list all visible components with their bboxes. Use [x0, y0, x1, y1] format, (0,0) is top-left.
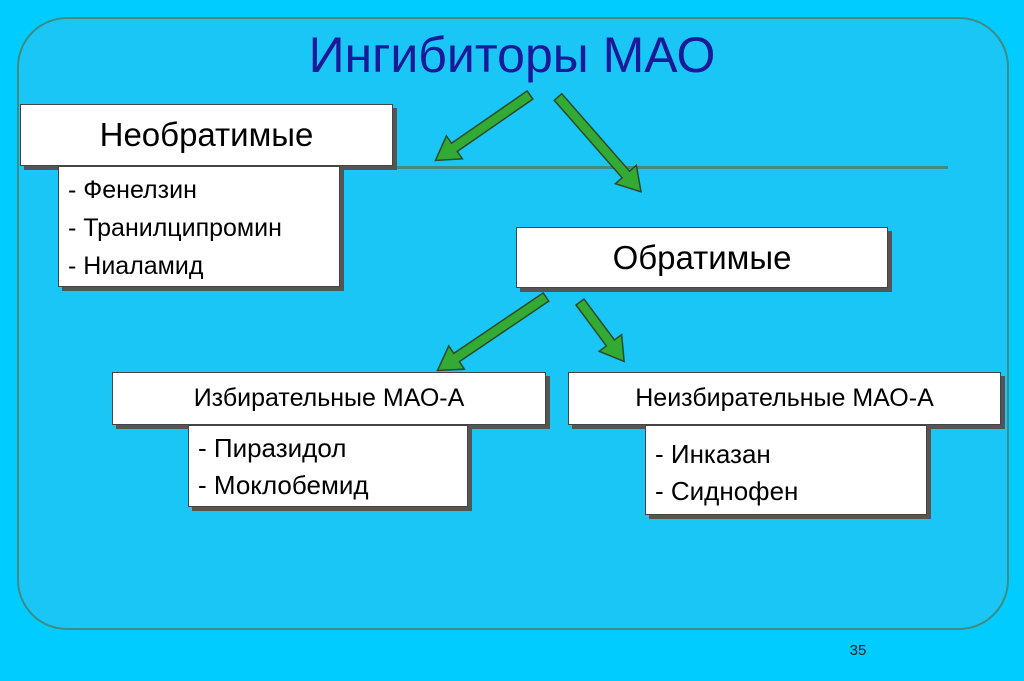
nonselective-item: - Инказан	[655, 439, 771, 469]
nonselective-label: Неизбирательные МАО-А	[635, 384, 934, 412]
divider-line	[340, 166, 948, 169]
irreversible-item: - Транилципромин	[68, 214, 282, 242]
irreversible-header-box: Необратимые	[20, 104, 393, 166]
nonselective-list-box: - Инказан - Сиднофен	[645, 425, 927, 515]
irreversible-list-box: - Фенелзин - Транилципромин - Ниаламид	[58, 166, 340, 287]
selective-header-box: Избирательные МАО-А	[112, 372, 546, 425]
irreversible-item: - Ниаламид	[68, 252, 204, 280]
reversible-label: Обратимые	[612, 238, 792, 276]
selective-item: - Моклобемид	[198, 470, 369, 500]
selective-label: Избирательные МАО-А	[193, 384, 465, 412]
irreversible-item: - Фенелзин	[68, 176, 197, 204]
page-number: 35	[849, 642, 867, 659]
selective-list-box: - Пиразидол - Моклобемид	[188, 425, 468, 507]
nonselective-header-box: Неизбирательные МАО-А	[568, 372, 1001, 425]
reversible-header-box: Обратимые	[516, 227, 888, 288]
irreversible-label: Необратимые	[99, 116, 314, 153]
selective-item: - Пиразидол	[198, 433, 347, 463]
nonselective-item: - Сиднофен	[655, 476, 799, 506]
slide-title: Ингибиторы МАО	[308, 27, 716, 83]
